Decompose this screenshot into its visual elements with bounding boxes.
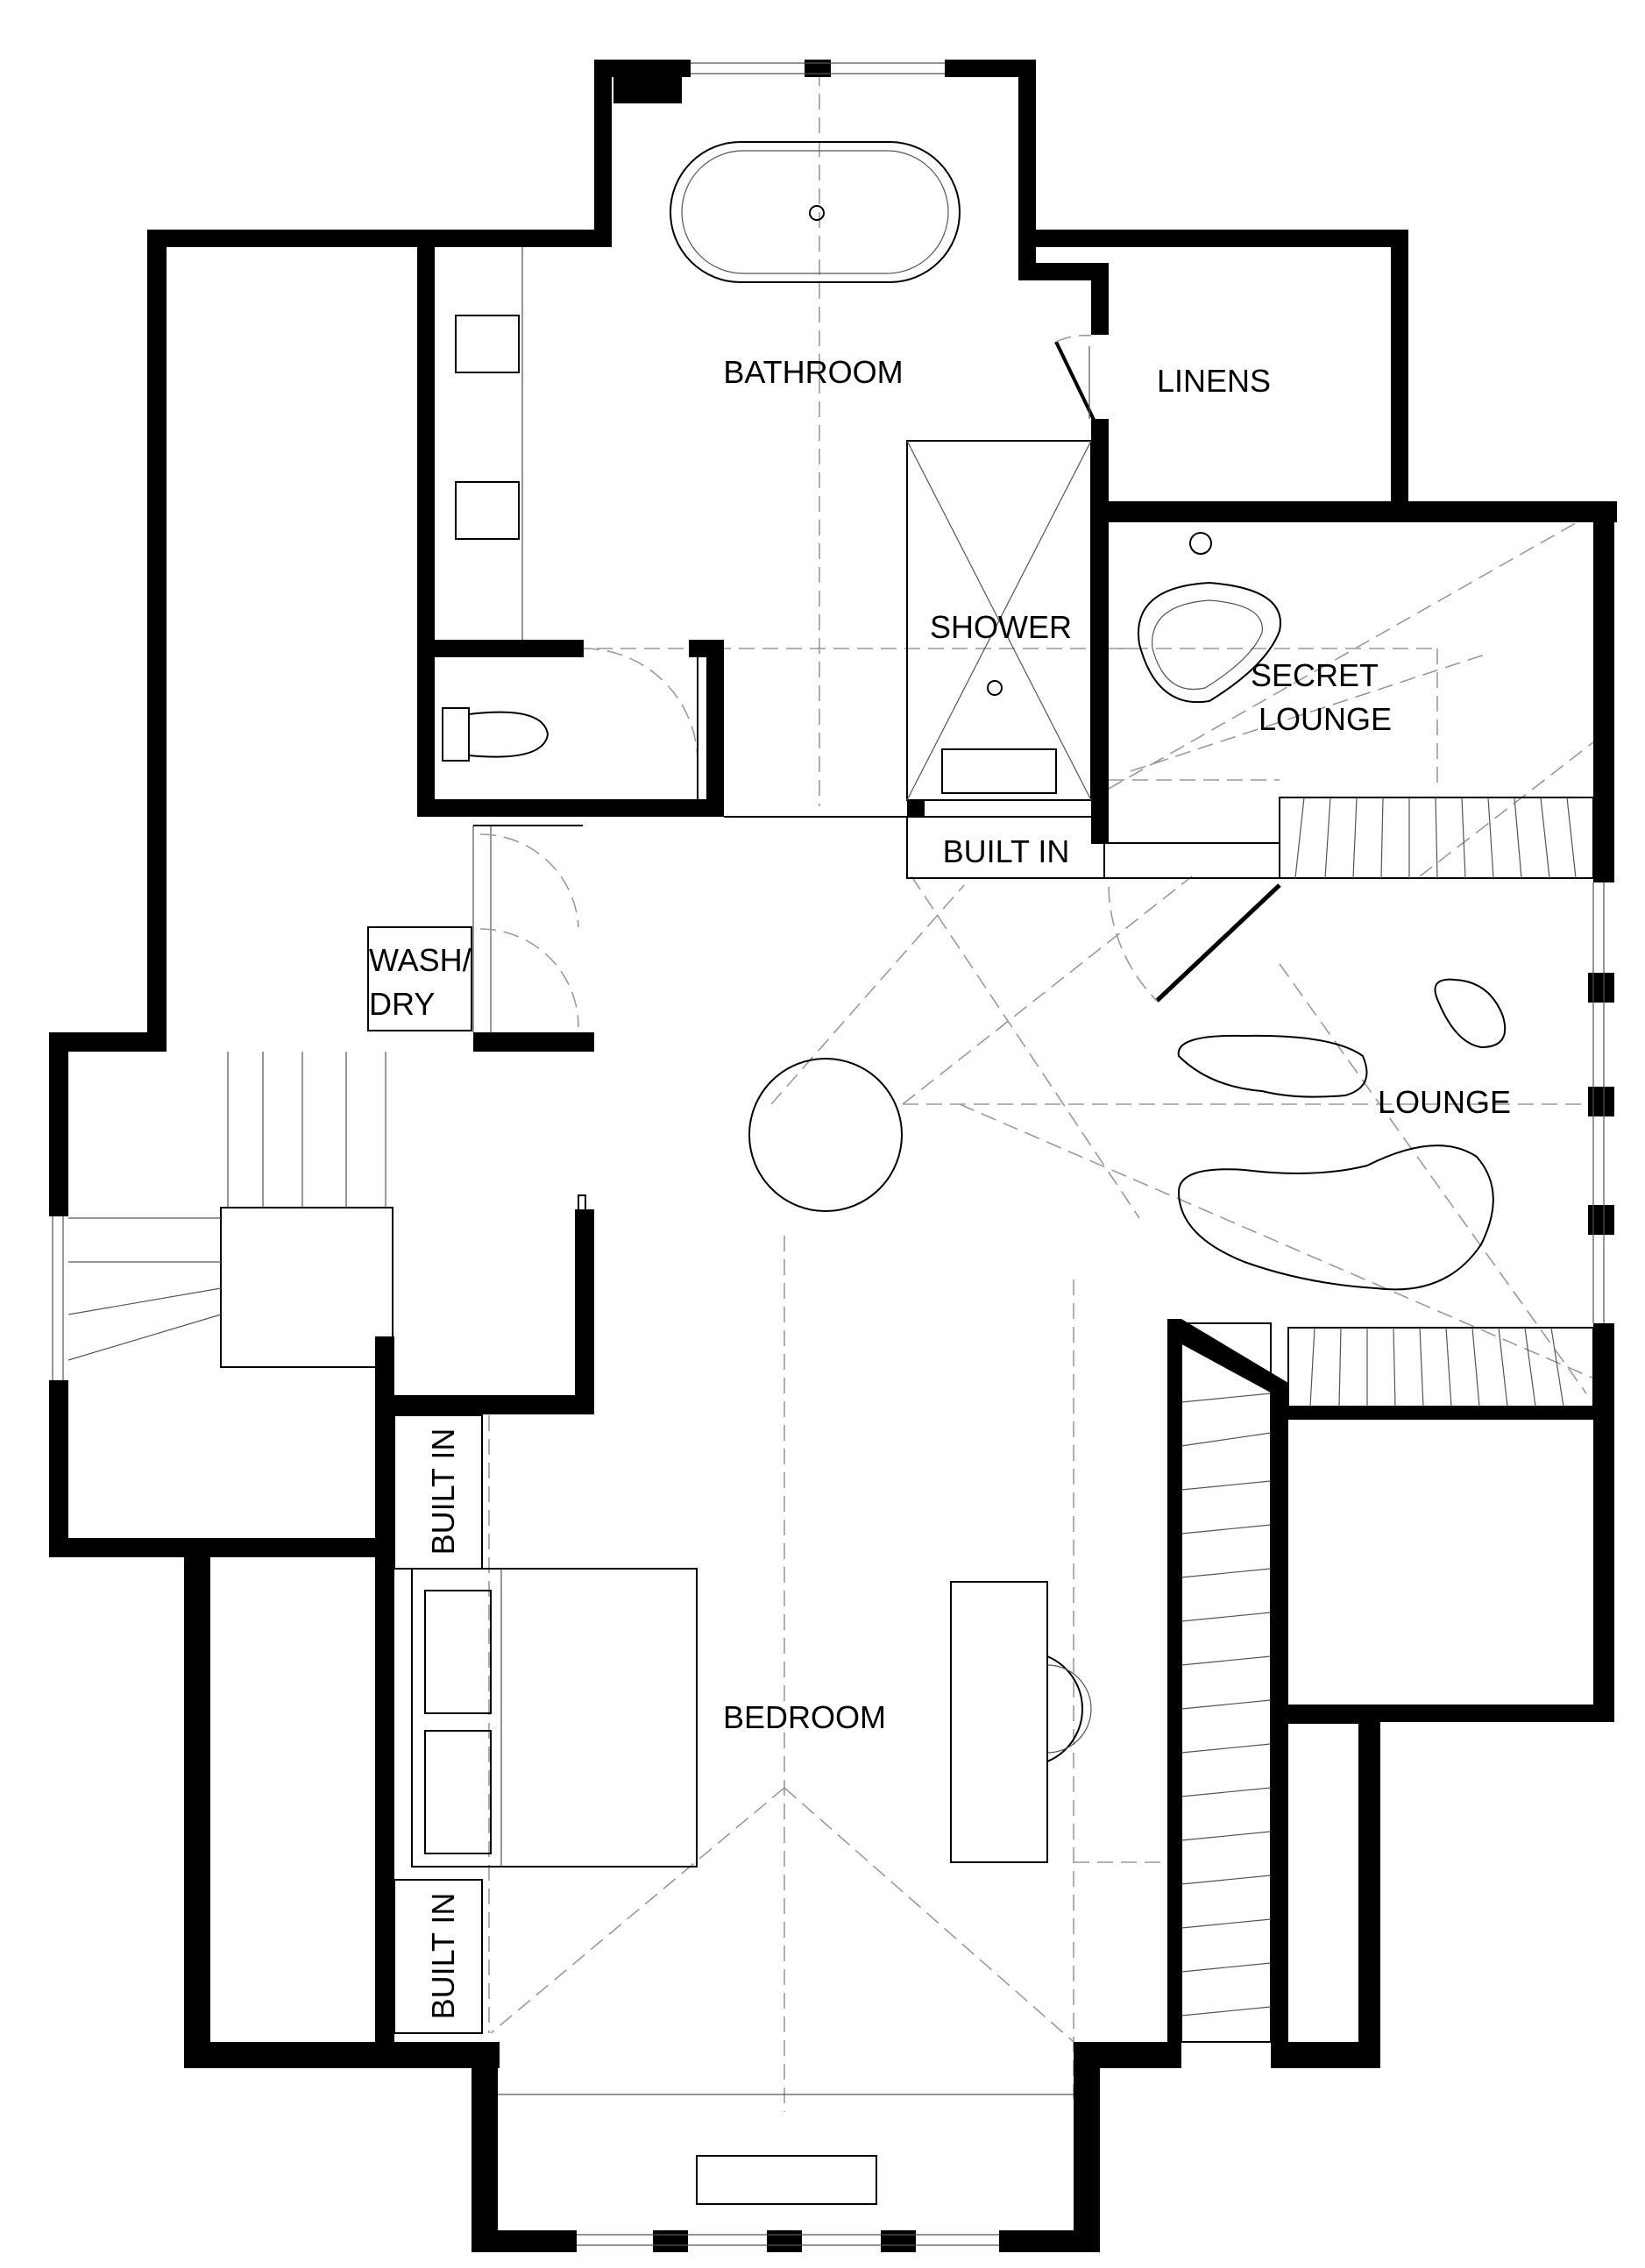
label-built-in-bedroom-top: BUILT IN xyxy=(425,1428,461,1556)
walls xyxy=(49,60,1617,2252)
label-secret-lounge-line2: LOUNGE xyxy=(1259,701,1392,737)
label-linens: LINENS xyxy=(1157,363,1271,399)
label-shower: SHOWER xyxy=(930,609,1072,645)
label-built-in-bath: BUILT IN xyxy=(943,833,1070,869)
ceiling-lines xyxy=(488,70,1613,2112)
label-wash-dry-line1: WASH/ xyxy=(369,942,472,978)
label-wash-dry-line2: DRY xyxy=(369,986,435,1022)
windows xyxy=(52,62,1605,2246)
label-built-in-bedroom-bottom: BUILT IN xyxy=(425,1893,461,2020)
room-labels: BATHROOM LINENS SHOWER SECRET LOUNGE BUI… xyxy=(369,354,1511,2019)
label-bathroom: BATHROOM xyxy=(723,354,903,390)
fixtures xyxy=(67,141,1594,2205)
label-lounge: LOUNGE xyxy=(1378,1084,1511,1120)
label-secret-lounge-line1: SECRET xyxy=(1251,657,1379,693)
label-bedroom: BEDROOM xyxy=(723,1699,886,1735)
